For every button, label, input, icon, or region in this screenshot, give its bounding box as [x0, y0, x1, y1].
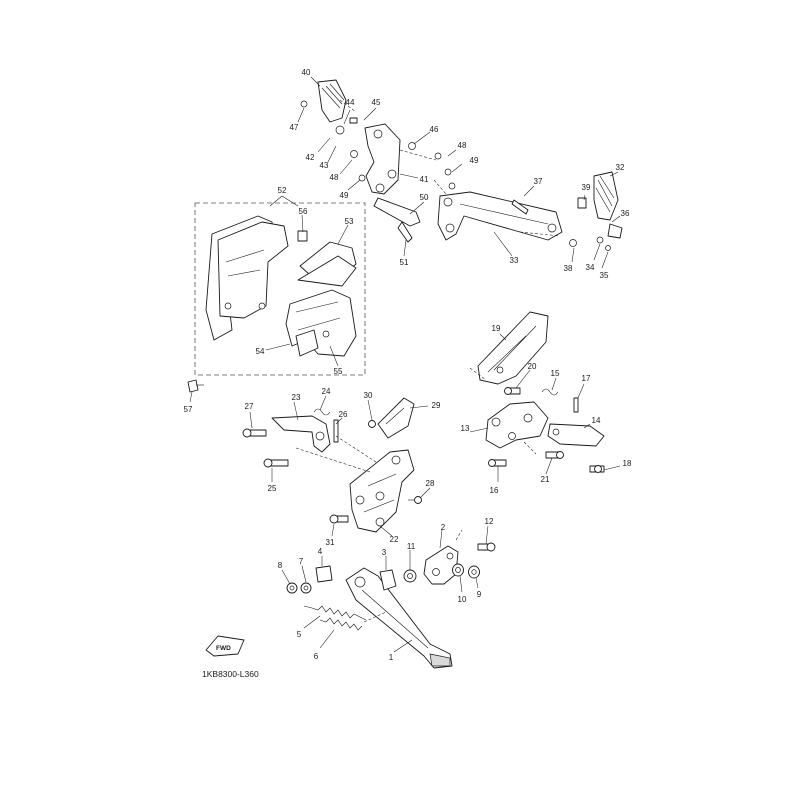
callout-14: 14 — [592, 416, 601, 425]
callout-numbers: 40 47 44 45 42 43 46 48 49 41 48 49 50 5… — [184, 68, 632, 662]
fwd-label: FWD — [216, 645, 231, 652]
callout-35: 35 — [600, 271, 609, 280]
callout-56: 56 — [299, 207, 308, 216]
callout-1: 1 — [389, 653, 394, 662]
callout-27: 27 — [245, 402, 254, 411]
callout-39: 39 — [582, 183, 591, 192]
callout-41: 41 — [420, 175, 429, 184]
callout-46: 46 — [430, 125, 439, 134]
callout-7: 7 — [299, 557, 304, 566]
callout-50: 50 — [420, 193, 429, 202]
callout-26: 26 — [339, 410, 348, 419]
cover-kit-box — [187, 202, 366, 393]
callout-20: 20 — [528, 362, 537, 371]
callout-44: 44 — [346, 98, 355, 107]
callout-16: 16 — [490, 486, 499, 495]
callout-51: 51 — [400, 258, 409, 267]
callout-2: 2 — [441, 523, 446, 532]
callout-18: 18 — [623, 459, 632, 468]
callout-30: 30 — [364, 391, 373, 400]
callout-57: 57 — [184, 405, 193, 414]
callout-49-right: 49 — [470, 156, 479, 165]
callout-36: 36 — [621, 209, 630, 218]
callout-32: 32 — [616, 163, 625, 172]
callout-25: 25 — [268, 484, 277, 493]
callout-33: 33 — [510, 256, 519, 265]
callout-38: 38 — [564, 264, 573, 273]
callout-4: 4 — [318, 547, 323, 556]
callout-10: 10 — [458, 595, 467, 604]
callout-53: 53 — [345, 217, 354, 226]
callout-9: 9 — [477, 590, 482, 599]
callout-45: 45 — [372, 98, 381, 107]
fwd-arrow-icon: FWD — [205, 635, 245, 657]
callout-15: 15 — [551, 369, 560, 378]
callout-31: 31 — [326, 538, 335, 547]
rear-footrest-assembly — [300, 79, 623, 251]
callout-6: 6 — [314, 652, 319, 661]
callout-19: 19 — [492, 324, 501, 333]
callout-48-left: 48 — [330, 173, 339, 182]
callout-12: 12 — [485, 517, 494, 526]
callout-5: 5 — [297, 630, 302, 639]
callout-48-right: 48 — [458, 141, 467, 150]
callout-43: 43 — [320, 161, 329, 170]
callout-40: 40 — [302, 68, 311, 77]
sidestand-assembly — [286, 529, 496, 669]
callout-23: 23 — [292, 393, 301, 402]
shift-pedal-assembly — [469, 311, 605, 473]
callout-34: 34 — [586, 263, 595, 272]
callout-28: 28 — [426, 479, 435, 488]
brake-pedal-assembly — [242, 397, 422, 533]
callout-3: 3 — [382, 548, 387, 557]
callout-17: 17 — [582, 374, 591, 383]
callout-29: 29 — [432, 401, 441, 410]
callout-8: 8 — [278, 561, 283, 570]
callout-55: 55 — [334, 367, 343, 376]
callout-54: 54 — [256, 347, 265, 356]
callout-22: 22 — [390, 535, 399, 544]
leader-lines — [189, 76, 621, 653]
callout-42: 42 — [306, 153, 315, 162]
diagram-code: 1KB8300-L360 — [202, 669, 259, 679]
callout-47: 47 — [290, 123, 299, 132]
callout-37: 37 — [534, 177, 543, 186]
callout-21: 21 — [541, 475, 550, 484]
callout-52: 52 — [278, 186, 287, 195]
callout-13: 13 — [461, 424, 470, 433]
callout-24: 24 — [322, 387, 331, 396]
callout-49-left: 49 — [340, 191, 349, 200]
callout-11: 11 — [407, 542, 416, 551]
